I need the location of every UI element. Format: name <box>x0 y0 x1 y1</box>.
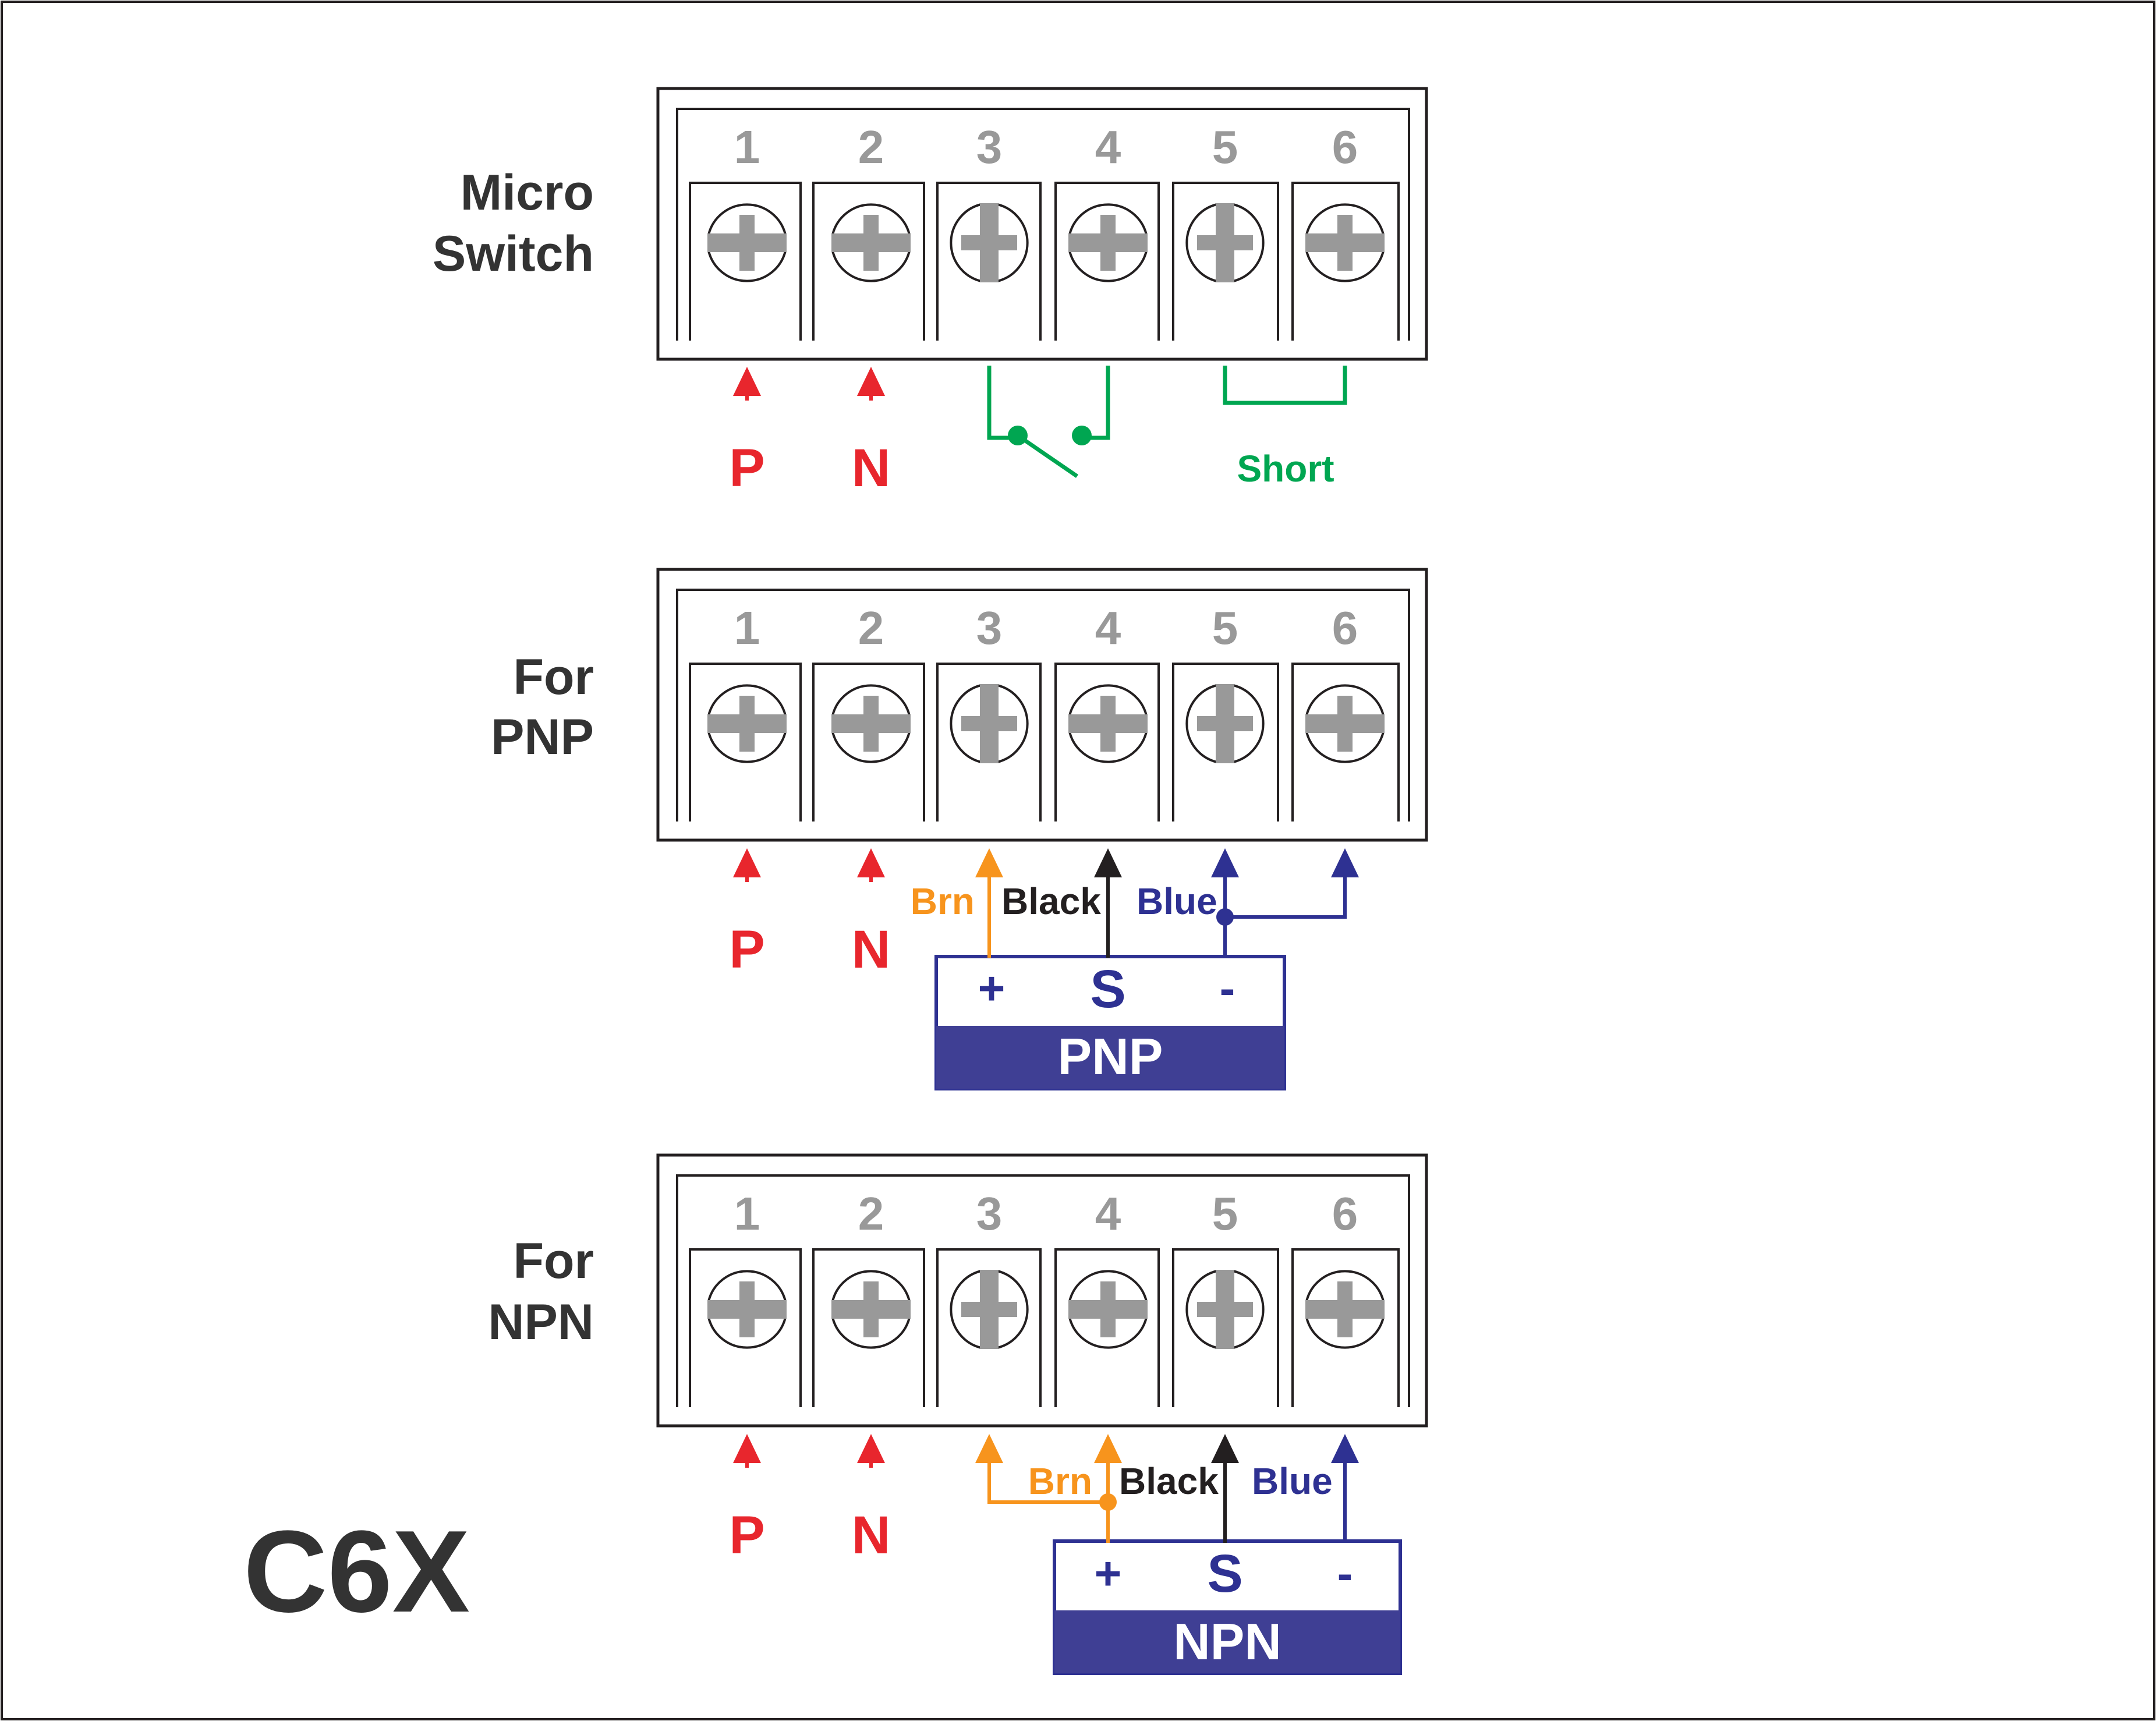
power-arrow-p <box>733 1434 761 1468</box>
terminal-screw-icon <box>831 684 911 763</box>
terminal-screw-icon <box>831 1270 911 1349</box>
terminal-screw-icon <box>707 684 787 763</box>
sensor-plus: + <box>1095 1548 1122 1599</box>
terminal-screw-icon <box>950 203 1029 282</box>
black-wire-arrow <box>1094 848 1122 958</box>
terminal-number: 6 <box>1332 1188 1358 1240</box>
panel-label-line1: For <box>513 649 594 705</box>
wire-label-black: Black <box>1119 1460 1219 1502</box>
model-title: C6X <box>243 1507 470 1637</box>
terminal-screw-icon <box>1305 684 1385 763</box>
wire-label-blue: Blue <box>1137 880 1217 922</box>
sensor-plus: + <box>978 962 1006 1014</box>
wire-label-blue: Blue <box>1252 1460 1333 1502</box>
sensor-name: NPN <box>1173 1613 1281 1670</box>
short-jumper <box>1223 366 1347 405</box>
terminal-screw-icon <box>707 1270 787 1349</box>
power-arrow-p <box>733 848 761 882</box>
sensor-box-pnp: + S - PNP <box>934 955 1286 1090</box>
brown-wire-arrow <box>1094 1434 1122 1543</box>
sensor-box-npn: + S - NPN <box>1053 1539 1402 1675</box>
terminal-number: 4 <box>1095 1188 1121 1240</box>
terminal-number: 5 <box>1212 121 1238 173</box>
terminal-screw-icon <box>707 203 787 282</box>
power-label-n: N <box>852 920 890 979</box>
sensor-signal: S <box>1207 1544 1242 1603</box>
terminal-screw-icon <box>1068 1270 1148 1349</box>
black-wire-arrow <box>1211 1434 1239 1543</box>
blue-wire-branch-arrow <box>1331 848 1359 919</box>
power-arrow-p <box>733 367 761 401</box>
power-label-p: P <box>729 1506 764 1565</box>
panel-label-line2: Switch <box>433 226 594 282</box>
terminal-block: 1 2 3 4 5 6 <box>656 568 1428 842</box>
terminal-number: 6 <box>1332 602 1358 654</box>
terminal-number: 1 <box>734 121 760 173</box>
terminal-number: 3 <box>976 1188 1003 1240</box>
sensor-name: PNP <box>1058 1028 1163 1085</box>
power-arrow-n <box>857 367 885 401</box>
terminal-screw-icon <box>1305 1270 1385 1349</box>
blue-wire-branch <box>1225 873 1347 919</box>
terminal-screw-icon <box>1068 203 1148 282</box>
brown-wire-branch-arrow <box>975 1434 1003 1504</box>
blue-wire-arrow <box>1211 848 1239 958</box>
panel-micro-switch: Micro Switch 1 2 3 4 5 6 P N Short <box>433 87 1428 498</box>
terminal-number: 1 <box>734 1188 760 1240</box>
terminal-number: 3 <box>976 121 1003 173</box>
micro-switch-symbol <box>987 366 1110 478</box>
wire-label-brown: Brn <box>911 880 975 922</box>
panel-pnp: For PNP 1 2 3 4 5 6 P N Brn Black Blue + S - … <box>491 568 1428 1090</box>
sensor-minus: - <box>1220 962 1235 1014</box>
terminal-number: 1 <box>734 602 760 654</box>
terminal-number: 5 <box>1212 1188 1238 1240</box>
terminal-screw-icon <box>950 1270 1029 1349</box>
short-label: Short <box>1237 448 1334 490</box>
panel-npn: For NPN 1 2 3 4 5 6 P N Brn Black Blue + S - … <box>488 1153 1428 1675</box>
terminal-number: 2 <box>858 602 884 654</box>
panel-label-line1: Micro <box>461 165 594 221</box>
power-arrow-n <box>857 1434 885 1468</box>
terminal-number: 6 <box>1332 121 1358 173</box>
panel-label-line1: For <box>513 1233 594 1289</box>
sensor-signal: S <box>1090 959 1125 1019</box>
terminal-screw-icon <box>1185 1270 1265 1349</box>
power-arrow-n <box>857 848 885 882</box>
sensor-minus: - <box>1337 1548 1353 1599</box>
wire-label-black: Black <box>1001 880 1101 922</box>
wire-label-brown: Brn <box>1028 1460 1092 1502</box>
terminal-screw-icon <box>1185 684 1265 763</box>
terminal-screw-icon <box>831 203 911 282</box>
power-label-p: P <box>729 920 764 979</box>
power-label-p: P <box>729 438 764 498</box>
terminal-number: 5 <box>1212 602 1238 654</box>
power-label-n: N <box>852 1506 890 1565</box>
brown-wire-arrow <box>975 848 1003 958</box>
terminal-number: 2 <box>858 121 884 173</box>
terminal-number: 4 <box>1095 602 1121 654</box>
terminal-number: 4 <box>1095 121 1121 173</box>
terminal-screw-icon <box>1068 684 1148 763</box>
terminal-screw-icon <box>1305 203 1385 282</box>
power-label-n: N <box>852 438 890 498</box>
terminal-block: 1 2 3 4 5 6 <box>656 87 1428 361</box>
panel-label-line2: NPN <box>488 1294 594 1350</box>
terminal-screw-icon <box>1185 203 1265 282</box>
panel-label-line2: PNP <box>491 709 594 765</box>
terminal-screw-icon <box>950 684 1029 763</box>
terminal-number: 3 <box>976 602 1003 654</box>
terminal-number: 2 <box>858 1188 884 1240</box>
blue-wire-arrow <box>1331 1434 1359 1543</box>
terminal-block: 1 2 3 4 5 6 <box>656 1153 1428 1428</box>
